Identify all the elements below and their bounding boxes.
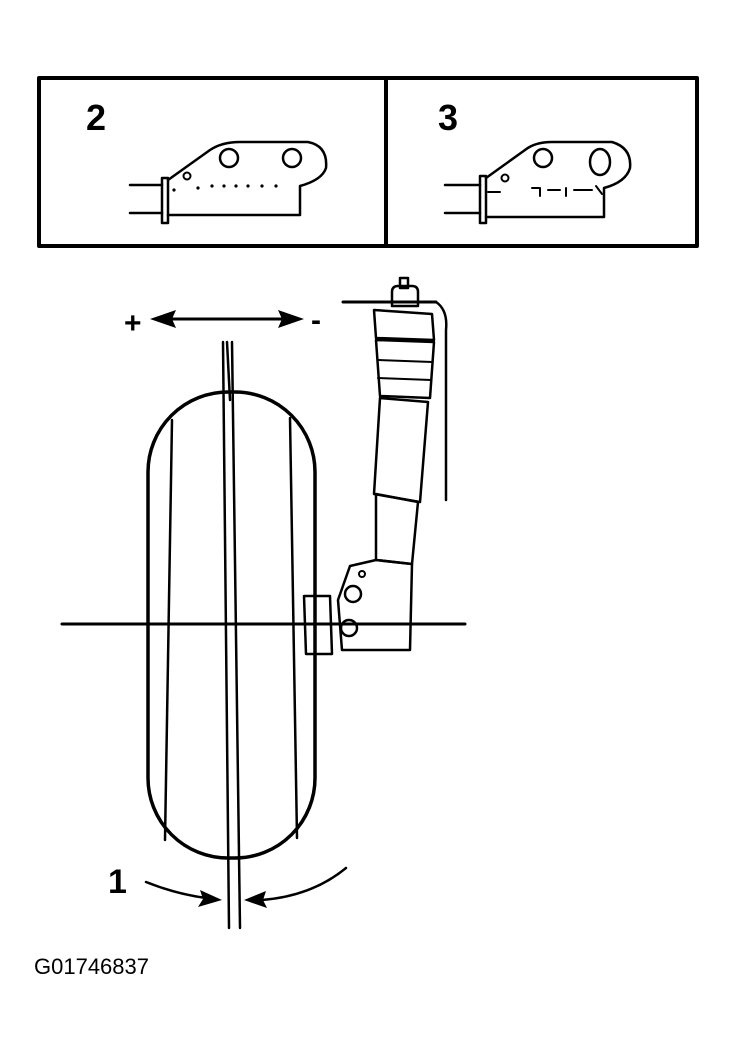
minus-sign-label: - <box>311 304 321 337</box>
inset-frame <box>37 76 699 248</box>
detail-panel-left: 2 <box>86 97 328 225</box>
strut-assembly <box>302 276 448 656</box>
camber-angle-indicator: 1 <box>108 863 348 908</box>
vertical-reference-lines <box>221 340 242 930</box>
detail-label-left: 2 <box>86 97 106 138</box>
plus-sign-label: + <box>124 307 142 340</box>
detail-panel-right: 3 <box>438 97 632 225</box>
inset-panels: 2 3 <box>37 76 699 248</box>
mounting-bracket-marked-drawing <box>443 140 632 225</box>
mounting-bracket-drawing <box>128 140 328 225</box>
detail-label-right: 3 <box>438 97 458 138</box>
adjustment-direction-arrow: + - <box>124 304 321 340</box>
figure-code: G01746837 <box>34 954 149 979</box>
camber-angle-label: 1 <box>108 863 127 901</box>
